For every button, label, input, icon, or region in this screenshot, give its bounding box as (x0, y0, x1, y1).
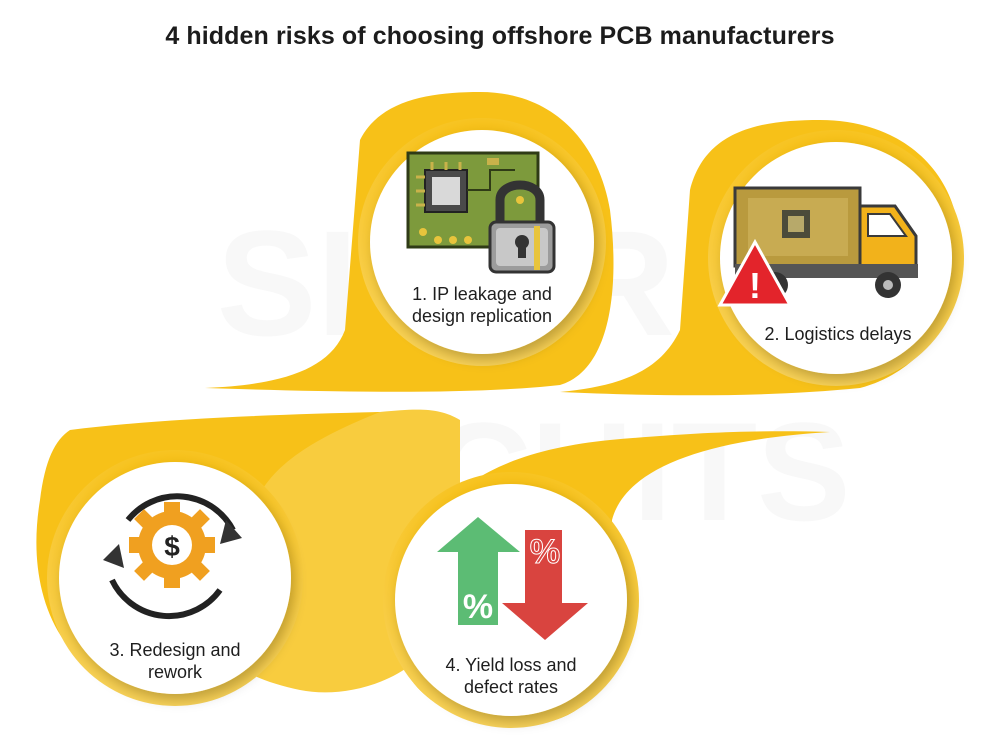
page-title: 4 hidden risks of choosing offshore PCB … (165, 22, 835, 50)
risk-label-2: 2. Logistics delays (764, 324, 912, 344)
percent-down: % (530, 533, 560, 571)
percent-up: % (463, 588, 493, 626)
risk-label-4: 4. Yield loss and defect rates (445, 655, 577, 697)
risk-label-3: 3. Redesign and rework (109, 640, 241, 682)
delivery-truck-warning-icon: ! (717, 186, 918, 307)
percent-arrows-icon: % % (437, 517, 588, 640)
alert-mark: ! (749, 265, 761, 306)
pcb-padlock-icon (406, 151, 556, 274)
risk-label-1: 1. IP leakage and design replication (411, 284, 553, 326)
dollar-sign: $ (164, 531, 180, 562)
